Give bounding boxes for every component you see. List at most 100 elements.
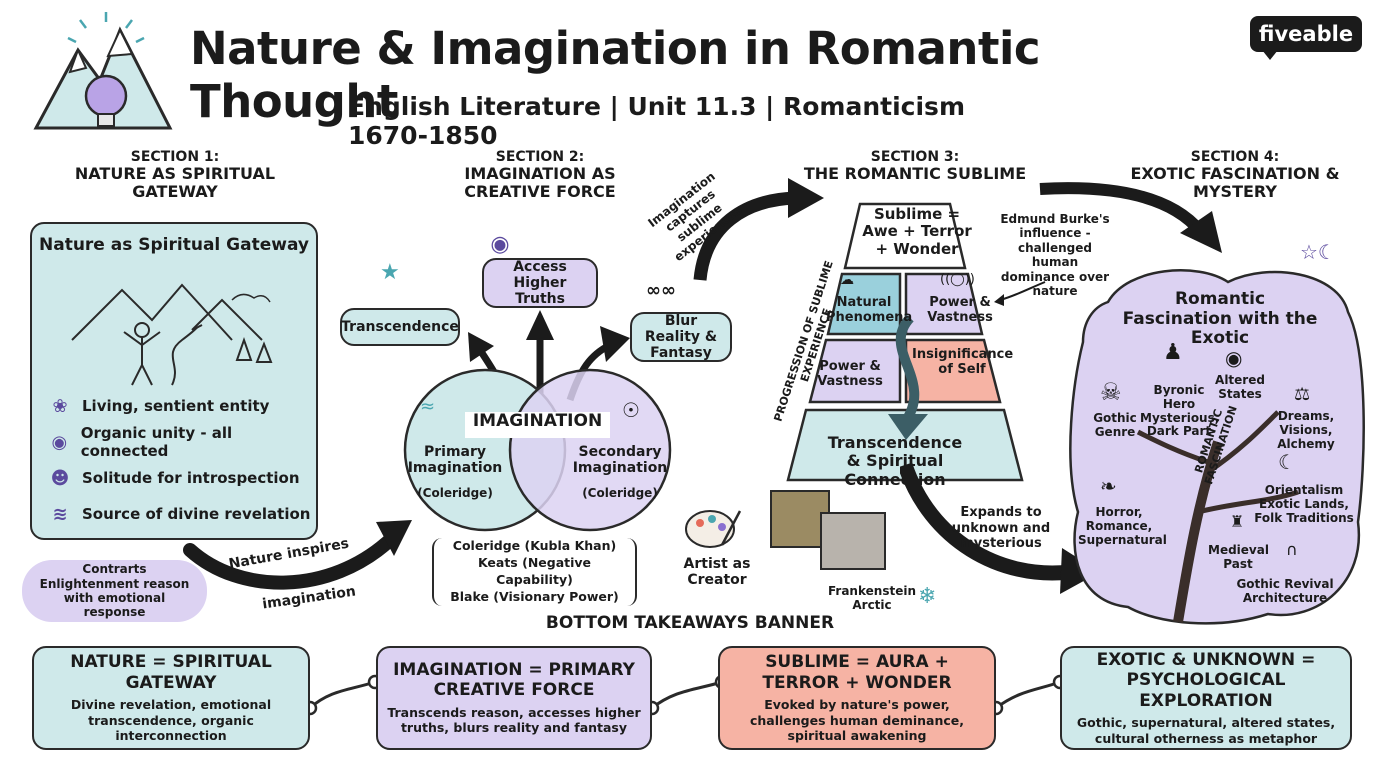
section3-heading: SECTION 3: THE ROMANTIC SUBLIME: [790, 149, 1040, 184]
storm-cloud-icon: ☁: [840, 272, 854, 288]
nature-inspires-arrow: [183, 520, 412, 590]
flask-icon: ⚖: [1294, 384, 1311, 405]
branch-access-truths-label: Access Higher Truths: [513, 258, 567, 308]
secondary-imagination-sub: (Coleridge): [582, 486, 658, 500]
sublime-pyramid: [786, 202, 1024, 482]
takeaway-text: Transcends reason, accesses higher truth…: [387, 704, 641, 736]
section1-item-text: Organic unity - all connected: [80, 424, 233, 460]
branch-access-truths: Access Higher Truths: [482, 258, 598, 308]
exotic-medieval-past: Medieval Past: [1208, 543, 1269, 571]
takeaway-card-sublime: SUBLIME = AURA + TERROR + WONDER Evoked …: [718, 646, 996, 750]
section3-title: THE ROMANTIC SUBLIME: [803, 164, 1027, 184]
section1-title: NATURE AS SPIRITUAL GATEWAY: [74, 164, 276, 201]
section4-title: EXOTIC FASCINATION & MYSTERY: [1130, 164, 1340, 201]
castle-tower-icon: ♜: [1230, 512, 1245, 531]
reaching-figure-icon: ★: [380, 260, 400, 285]
example-blake: Blake (Visionary Power): [450, 588, 619, 604]
artist-as-creator: Artist as Creator: [683, 556, 751, 589]
sound-waves-icon: ((◯)): [940, 272, 975, 287]
branch-blur-reality-label: Blur Reality & Fantasy: [644, 312, 718, 362]
example-coleridge: Coleridge (Kubla Khan): [452, 538, 617, 553]
exotic-gothic-genre: Gothic Genre: [1093, 411, 1137, 439]
branch-transcendence: Transcendence: [340, 308, 460, 346]
palette-icon: [685, 510, 742, 548]
takeaway-title: IMAGINATION = PRIMARY CREATIVE FORCE: [393, 659, 635, 701]
exotic-cloud-title: Romantic Fascination with the Exotic: [1122, 289, 1318, 349]
takeaway-text: Evoked by nature's power, challenges hum…: [749, 696, 965, 744]
section4-heading: SECTION 4: EXOTIC FASCINATION & MYSTERY: [1130, 149, 1340, 201]
eye-icon: ◉: [490, 232, 510, 257]
bats-icon: ❧: [1100, 474, 1117, 498]
section1-heading: SECTION 1: NATURE AS SPIRITUAL GATEWAY: [40, 149, 310, 201]
skull-icon: ☠: [1100, 378, 1122, 406]
cell-insignificance: Insignificance of Self: [912, 347, 1014, 377]
section2-number: SECTION 2:: [495, 149, 585, 165]
branch-transcendence-label: Transcendence: [341, 318, 459, 335]
section1-box-title: Nature as Spiritual Gateway: [39, 235, 309, 255]
section1-item: ≋ Source of divine revelation: [48, 496, 312, 532]
sublime-top: Sublime = Awe + Terror + Wonder: [862, 205, 972, 258]
section1-item-text: Living, sentient entity: [82, 397, 270, 415]
section1-item: ☻ Solitude for introspection: [48, 460, 312, 496]
sparkle-water-icon: ≋: [52, 503, 68, 525]
page-title: Nature & Imagination in Romantic Thought: [190, 22, 1041, 128]
section4-number: SECTION 4:: [1190, 149, 1280, 165]
section1-number: SECTION 1:: [130, 149, 220, 165]
section2-title: IMAGINATION AS CREATIVE FORCE: [464, 164, 616, 201]
brand-logo-tail: [1262, 50, 1278, 60]
lightbulb-head-icon: ☉: [622, 398, 640, 422]
to-sublime-arrow: [693, 178, 824, 281]
secondary-imagination: Secondary Imagination: [572, 444, 668, 477]
venn-secondary-circle: [508, 368, 672, 532]
sublime-bottom: Transcendence & Spiritual Connection: [827, 433, 963, 489]
contrast-bubble-text: Contrarts Enlightenment reason with emot…: [39, 562, 190, 620]
section2-heading: SECTION 2: IMAGINATION AS CREATIVE FORCE: [430, 149, 650, 201]
section1-item: ❀ Living, sentient entity: [48, 388, 312, 424]
waves-icon: ≈: [420, 396, 436, 417]
cell-power-vastness-lower: Power & Vastness: [817, 359, 883, 389]
section3-number: SECTION 3:: [870, 149, 960, 165]
example-keats: Keats (Negative Capability): [477, 554, 592, 587]
byronic-figure-icon: ♟: [1163, 340, 1183, 365]
leaf-icon: ❀: [52, 395, 68, 417]
exotic-altered-states: Altered States: [1215, 373, 1265, 401]
takeaway-text: Gothic, supernatural, altered states, cu…: [1076, 714, 1336, 746]
brand-logo: fiveable: [1250, 16, 1362, 52]
section1-item-text: Source of divine revelation: [82, 505, 311, 523]
meditation-icon: ☻: [50, 467, 70, 489]
exotic-cloud: [1069, 269, 1365, 625]
cell-natural-phenomena: Natural Phenomena: [826, 295, 913, 325]
dna-icon: ∞∞: [646, 280, 676, 301]
snowflake-icon: ❄: [918, 584, 937, 609]
branch-blur-reality: Blur Reality & Fantasy: [630, 312, 732, 362]
imagination-center: IMAGINATION: [472, 411, 603, 431]
takeaway-text: Divine revelation, emotional transcenden…: [70, 696, 272, 744]
to-section4-arrow: [1039, 182, 1222, 253]
eye-spiral-icon: ◉: [1225, 346, 1243, 370]
moon-star-icon: ☆☾: [1300, 240, 1336, 264]
moon-lute-icon: ☾: [1278, 450, 1296, 474]
frankenstein-arctic: Frankenstein Arctic: [827, 584, 916, 613]
burke-note: Edmund Burke's influence - challenged hu…: [1000, 212, 1110, 298]
takeaway-title: NATURE = SPIRITUAL GATEWAY: [70, 652, 272, 693]
takeaway-card-exotic: EXOTIC & UNKNOWN = PSYCHOLOGICAL EXPLORA…: [1060, 646, 1352, 750]
exotic-orientalism: Orientalism Exotic Lands, Folk Tradition…: [1254, 483, 1354, 525]
primary-imagination: Primary Imagination: [407, 444, 503, 477]
exotic-horror-romance: Horror, Romance, Supernatural: [1078, 505, 1167, 547]
contrast-bubble: Contrarts Enlightenment reason with emot…: [22, 560, 207, 622]
takeaway-title: EXOTIC & UNKNOWN = PSYCHOLOGICAL EXPLORA…: [1096, 649, 1316, 711]
to-exotic-arrow-label: Expands to unknown and mysterious: [951, 505, 1051, 552]
gothic-arch-icon: ∩: [1286, 540, 1298, 559]
exotic-byronic-hero: Byronic Hero Mysterious, Dark Part: [1140, 383, 1220, 439]
exotic-gothic-revival: Gothic Revival Architecture: [1236, 577, 1334, 605]
unity-circle-icon: ◉: [51, 431, 68, 453]
takeaway-title: SUBLIME = AURA + TERROR + WONDER: [762, 652, 952, 693]
takeaway-card-nature: NATURE = SPIRITUAL GATEWAY Divine revela…: [32, 646, 310, 750]
cell-power-vastness-upper: Power & Vastness: [927, 295, 993, 325]
section1-item-text: Solitude for introspection: [82, 469, 300, 487]
section1-item: ◉ Organic unity - all connected: [48, 424, 312, 460]
imagination-examples: Coleridge (Kubla Khan) Keats (Negative C…: [432, 538, 637, 606]
page-subtitle: English Literature | Unit 11.3 | Romanti…: [348, 92, 965, 150]
section1-box: Nature as Spiritual Gateway ❀ Living, sen…: [30, 222, 318, 540]
burke-arrow: [994, 281, 1046, 306]
